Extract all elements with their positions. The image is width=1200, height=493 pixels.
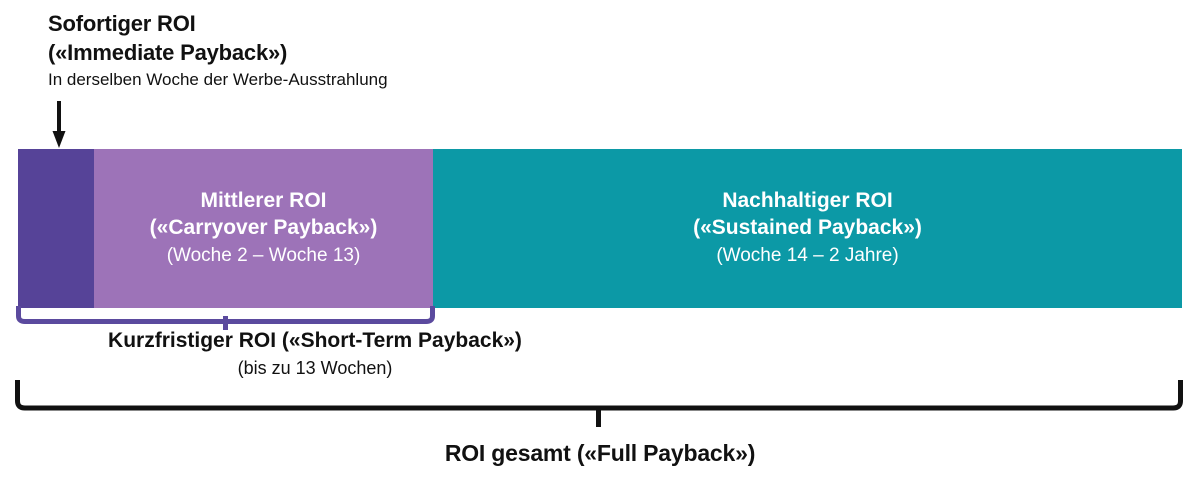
bar-segment-carryover-note: (Woche 2 – Woche 13)	[166, 245, 361, 267]
bar-segment-carryover-title-line2: («Carryover Payback»)	[149, 215, 378, 239]
immediate-roi-title-line1: Sofortiger ROI	[48, 11, 196, 36]
bar-segment-immediate[interactable]	[18, 149, 94, 308]
full-payback-title: ROI gesamt («Full Payback»)	[444, 440, 756, 466]
immediate-roi-callout: Sofortiger ROI («Immediate Payback») In …	[48, 10, 668, 91]
bar-segment-sustained-note: (Woche 14 – 2 Jahre)	[716, 245, 899, 267]
short-term-roi-label: Kurzfristiger ROI («Short-Term Payback»)…	[0, 328, 630, 380]
short-term-roi-title: Kurzfristiger ROI («Short-Term Payback»)	[108, 329, 522, 352]
bar-segment-sustained[interactable]: Nachhaltiger ROI («Sustained Payback») (…	[433, 149, 1182, 308]
bar-segment-carryover-title-line1: Mittlerer ROI	[200, 189, 327, 212]
bar-segment-carryover[interactable]: Mittlerer ROI («Carryover Payback») (Woc…	[94, 149, 433, 308]
short-term-roi-note: (bis zu 13 Wochen)	[237, 358, 393, 379]
arrow-down-icon	[52, 101, 66, 148]
immediate-roi-subtitle: In derselben Woche der Werbe-Ausstrahlun…	[48, 70, 388, 90]
bar-segment-sustained-title-line2: («Sustained Payback»)	[693, 215, 922, 239]
short-term-bracket-tick	[223, 316, 228, 330]
immediate-roi-title-line2: («Immediate Payback»)	[48, 39, 288, 65]
full-payback-bracket-tick	[596, 406, 601, 427]
bar-segment-sustained-title-line1: Nachhaltiger ROI	[722, 189, 893, 212]
roi-phase-bar: Mittlerer ROI («Carryover Payback») (Woc…	[18, 149, 1182, 308]
